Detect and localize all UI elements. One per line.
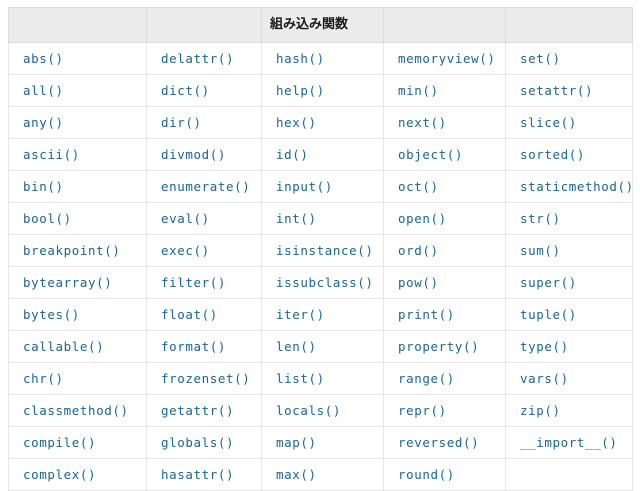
function-cell[interactable]: enumerate() <box>146 170 262 203</box>
table-row: classmethod()getattr()locals()repr()zip(… <box>8 394 633 427</box>
function-cell[interactable]: hash() <box>261 42 384 75</box>
function-cell[interactable]: slice() <box>505 106 633 139</box>
function-cell[interactable]: compile() <box>8 426 147 459</box>
header-cell-4 <box>505 7 633 43</box>
function-cell[interactable]: dir() <box>146 106 262 139</box>
function-cell[interactable]: any() <box>8 106 147 139</box>
function-cell[interactable]: float() <box>146 298 262 331</box>
table-row: ascii()divmod()id()object()sorted() <box>8 138 633 171</box>
table-row: compile()globals()map()reversed()__impor… <box>8 426 633 459</box>
function-cell[interactable]: chr() <box>8 362 147 395</box>
function-cell[interactable]: range() <box>383 362 506 395</box>
function-cell[interactable]: bool() <box>8 202 147 235</box>
builtin-functions-table: 組み込み関数 abs()delattr()hash()memoryview()s… <box>8 7 633 491</box>
function-cell[interactable]: str() <box>505 202 633 235</box>
function-cell[interactable]: eval() <box>146 202 262 235</box>
function-cell[interactable]: hex() <box>261 106 384 139</box>
function-cell[interactable]: complex() <box>8 458 147 491</box>
table-row: abs()delattr()hash()memoryview()set() <box>8 42 633 75</box>
function-cell[interactable]: ascii() <box>8 138 147 171</box>
function-cell[interactable]: breakpoint() <box>8 234 147 267</box>
function-cell[interactable]: format() <box>146 330 262 363</box>
function-cell[interactable]: dict() <box>146 74 262 107</box>
function-cell[interactable]: print() <box>383 298 506 331</box>
function-cell[interactable]: property() <box>383 330 506 363</box>
function-cell[interactable]: classmethod() <box>8 394 147 427</box>
function-cell[interactable]: min() <box>383 74 506 107</box>
function-cell[interactable]: getattr() <box>146 394 262 427</box>
function-cell[interactable]: help() <box>261 74 384 107</box>
function-cell[interactable]: object() <box>383 138 506 171</box>
function-cell[interactable]: abs() <box>8 42 147 75</box>
function-cell[interactable]: isinstance() <box>261 234 384 267</box>
function-cell[interactable]: repr() <box>383 394 506 427</box>
table-row: breakpoint()exec()isinstance()ord()sum() <box>8 234 633 267</box>
function-cell[interactable]: super() <box>505 266 633 299</box>
function-cell[interactable]: map() <box>261 426 384 459</box>
function-cell[interactable]: locals() <box>261 394 384 427</box>
table-body: abs()delattr()hash()memoryview()set()all… <box>8 42 633 491</box>
function-cell[interactable]: max() <box>261 458 384 491</box>
function-cell[interactable]: bin() <box>8 170 147 203</box>
table-title: 組み込み関数 <box>261 7 384 43</box>
function-cell[interactable]: iter() <box>261 298 384 331</box>
function-cell[interactable]: vars() <box>505 362 633 395</box>
function-cell[interactable]: next() <box>383 106 506 139</box>
table-row: any()dir()hex()next()slice() <box>8 106 633 139</box>
function-cell[interactable]: id() <box>261 138 384 171</box>
function-cell[interactable]: reversed() <box>383 426 506 459</box>
function-cell[interactable]: frozenset() <box>146 362 262 395</box>
function-cell[interactable]: list() <box>261 362 384 395</box>
function-cell[interactable]: memoryview() <box>383 42 506 75</box>
function-cell[interactable]: bytearray() <box>8 266 147 299</box>
function-cell[interactable]: len() <box>261 330 384 363</box>
function-cell[interactable]: ord() <box>383 234 506 267</box>
header-cell-1 <box>146 7 262 43</box>
table-row: chr()frozenset()list()range()vars() <box>8 362 633 395</box>
function-cell[interactable]: round() <box>383 458 506 491</box>
function-cell[interactable]: oct() <box>383 170 506 203</box>
table-row: all()dict()help()min()setattr() <box>8 74 633 107</box>
table-row: complex()hasattr()max()round() <box>8 458 633 491</box>
function-cell[interactable]: staticmethod() <box>505 170 633 203</box>
table-row: bool()eval()int()open()str() <box>8 202 633 235</box>
function-cell[interactable]: issubclass() <box>261 266 384 299</box>
function-cell[interactable]: divmod() <box>146 138 262 171</box>
function-cell[interactable]: exec() <box>146 234 262 267</box>
function-cell[interactable]: type() <box>505 330 633 363</box>
function-cell[interactable]: tuple() <box>505 298 633 331</box>
function-cell[interactable]: all() <box>8 74 147 107</box>
table-row: bin()enumerate()input()oct()staticmethod… <box>8 170 633 203</box>
builtin-functions-table-container: 組み込み関数 abs()delattr()hash()memoryview()s… <box>8 7 633 491</box>
function-cell[interactable]: zip() <box>505 394 633 427</box>
table-row: callable()format()len()property()type() <box>8 330 633 363</box>
function-cell[interactable]: sum() <box>505 234 633 267</box>
function-cell[interactable]: delattr() <box>146 42 262 75</box>
function-cell[interactable]: open() <box>383 202 506 235</box>
header-cell-3 <box>383 7 506 43</box>
function-cell[interactable]: hasattr() <box>146 458 262 491</box>
function-cell[interactable]: filter() <box>146 266 262 299</box>
table-header: 組み込み関数 <box>8 7 633 43</box>
header-cell-0 <box>8 7 147 43</box>
table-row: bytearray()filter()issubclass()pow()supe… <box>8 266 633 299</box>
table-row: bytes()float()iter()print()tuple() <box>8 298 633 331</box>
function-cell[interactable]: setattr() <box>505 74 633 107</box>
function-cell-empty <box>505 458 633 491</box>
function-cell[interactable]: input() <box>261 170 384 203</box>
function-cell[interactable]: set() <box>505 42 633 75</box>
function-cell[interactable]: bytes() <box>8 298 147 331</box>
function-cell[interactable]: globals() <box>146 426 262 459</box>
function-cell[interactable]: sorted() <box>505 138 633 171</box>
function-cell[interactable]: pow() <box>383 266 506 299</box>
function-cell[interactable]: callable() <box>8 330 147 363</box>
table-header-row: 組み込み関数 <box>8 7 633 43</box>
function-cell[interactable]: __import__() <box>505 426 633 459</box>
function-cell[interactable]: int() <box>261 202 384 235</box>
